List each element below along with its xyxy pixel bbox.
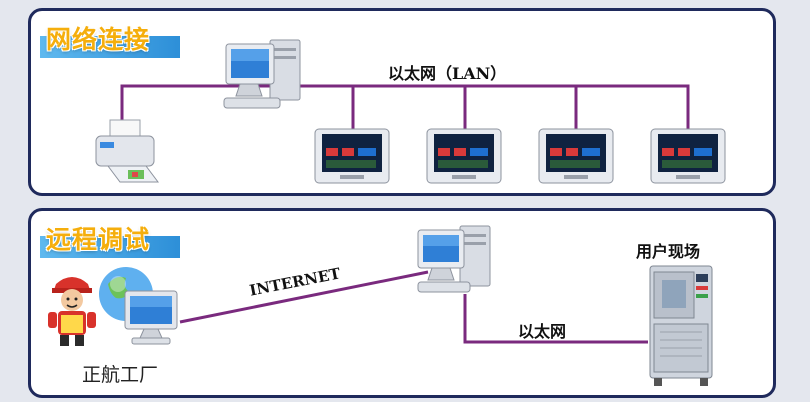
ethernet-wire — [463, 294, 648, 344]
controller-icon — [650, 128, 726, 184]
controller-icon — [426, 128, 502, 184]
internet-wire — [179, 270, 429, 324]
factory-label: 正航工厂 — [82, 364, 159, 386]
lan-label: 以太网（LAN） — [388, 64, 507, 83]
controller-icon — [314, 128, 390, 184]
ethernet-label: 以太网 — [518, 322, 567, 341]
network-title: 网络连接 — [46, 25, 151, 54]
computer-icon — [223, 39, 301, 109]
controller-icon — [538, 128, 614, 184]
remote-title: 远程调试 — [46, 225, 151, 254]
lan-wire — [120, 84, 690, 148]
remote-title-bar — [40, 236, 180, 258]
worker-icon — [48, 277, 96, 346]
site-label: 用户现场 — [636, 242, 701, 261]
test-chamber-icon — [649, 265, 713, 386]
network-title-bar — [40, 36, 180, 58]
computer-icon — [417, 225, 491, 293]
monitor-icon — [124, 290, 178, 345]
printer-icon — [95, 119, 159, 183]
